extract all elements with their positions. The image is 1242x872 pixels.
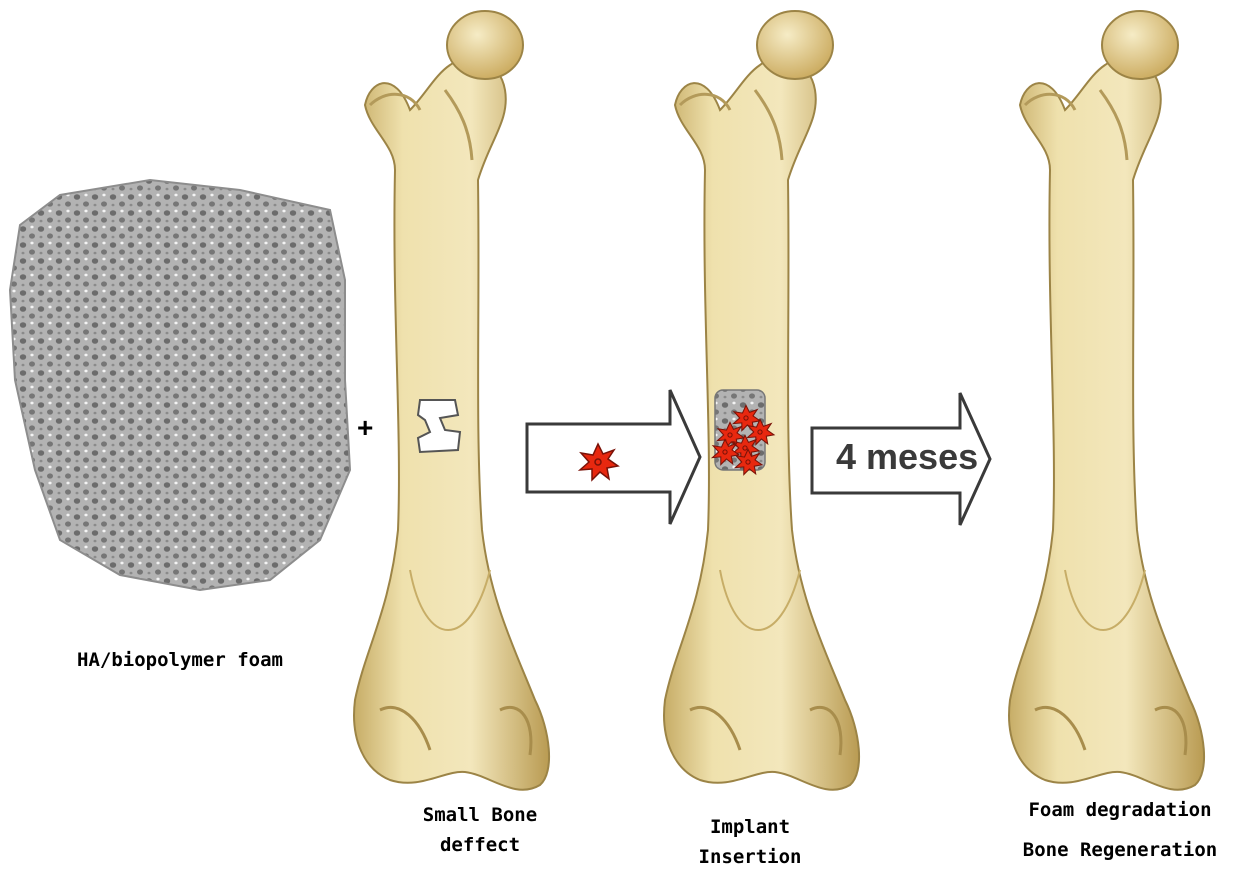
caption-implant-line-1: Implant: [660, 812, 840, 842]
arrow-time-label: 4 meses: [836, 436, 978, 478]
right-arrow: [527, 390, 700, 524]
implant-plug: [712, 390, 774, 475]
caption-defect-line-1: Small Bone: [380, 800, 580, 830]
caption-regen-line-2: Bone Regeneration: [1000, 830, 1240, 870]
plus-sign: +: [357, 412, 373, 444]
caption-implant-line-2: Insertion: [660, 842, 840, 872]
caption-implant: Implant Insertion: [660, 812, 840, 872]
caption-defect-line-2: deffect: [380, 830, 580, 860]
caption-regen-line-1: Foam degradation: [1000, 790, 1240, 830]
caption-foam: HA/biopolymer foam: [40, 645, 320, 675]
caption-foam-line: HA/biopolymer foam: [40, 645, 320, 675]
caption-regen: Foam degradation Bone Regeneration: [1000, 790, 1240, 870]
porous-foam-block: [10, 180, 350, 590]
femur-bone: [1009, 11, 1204, 790]
caption-defect: Small Bone deffect: [380, 800, 580, 860]
